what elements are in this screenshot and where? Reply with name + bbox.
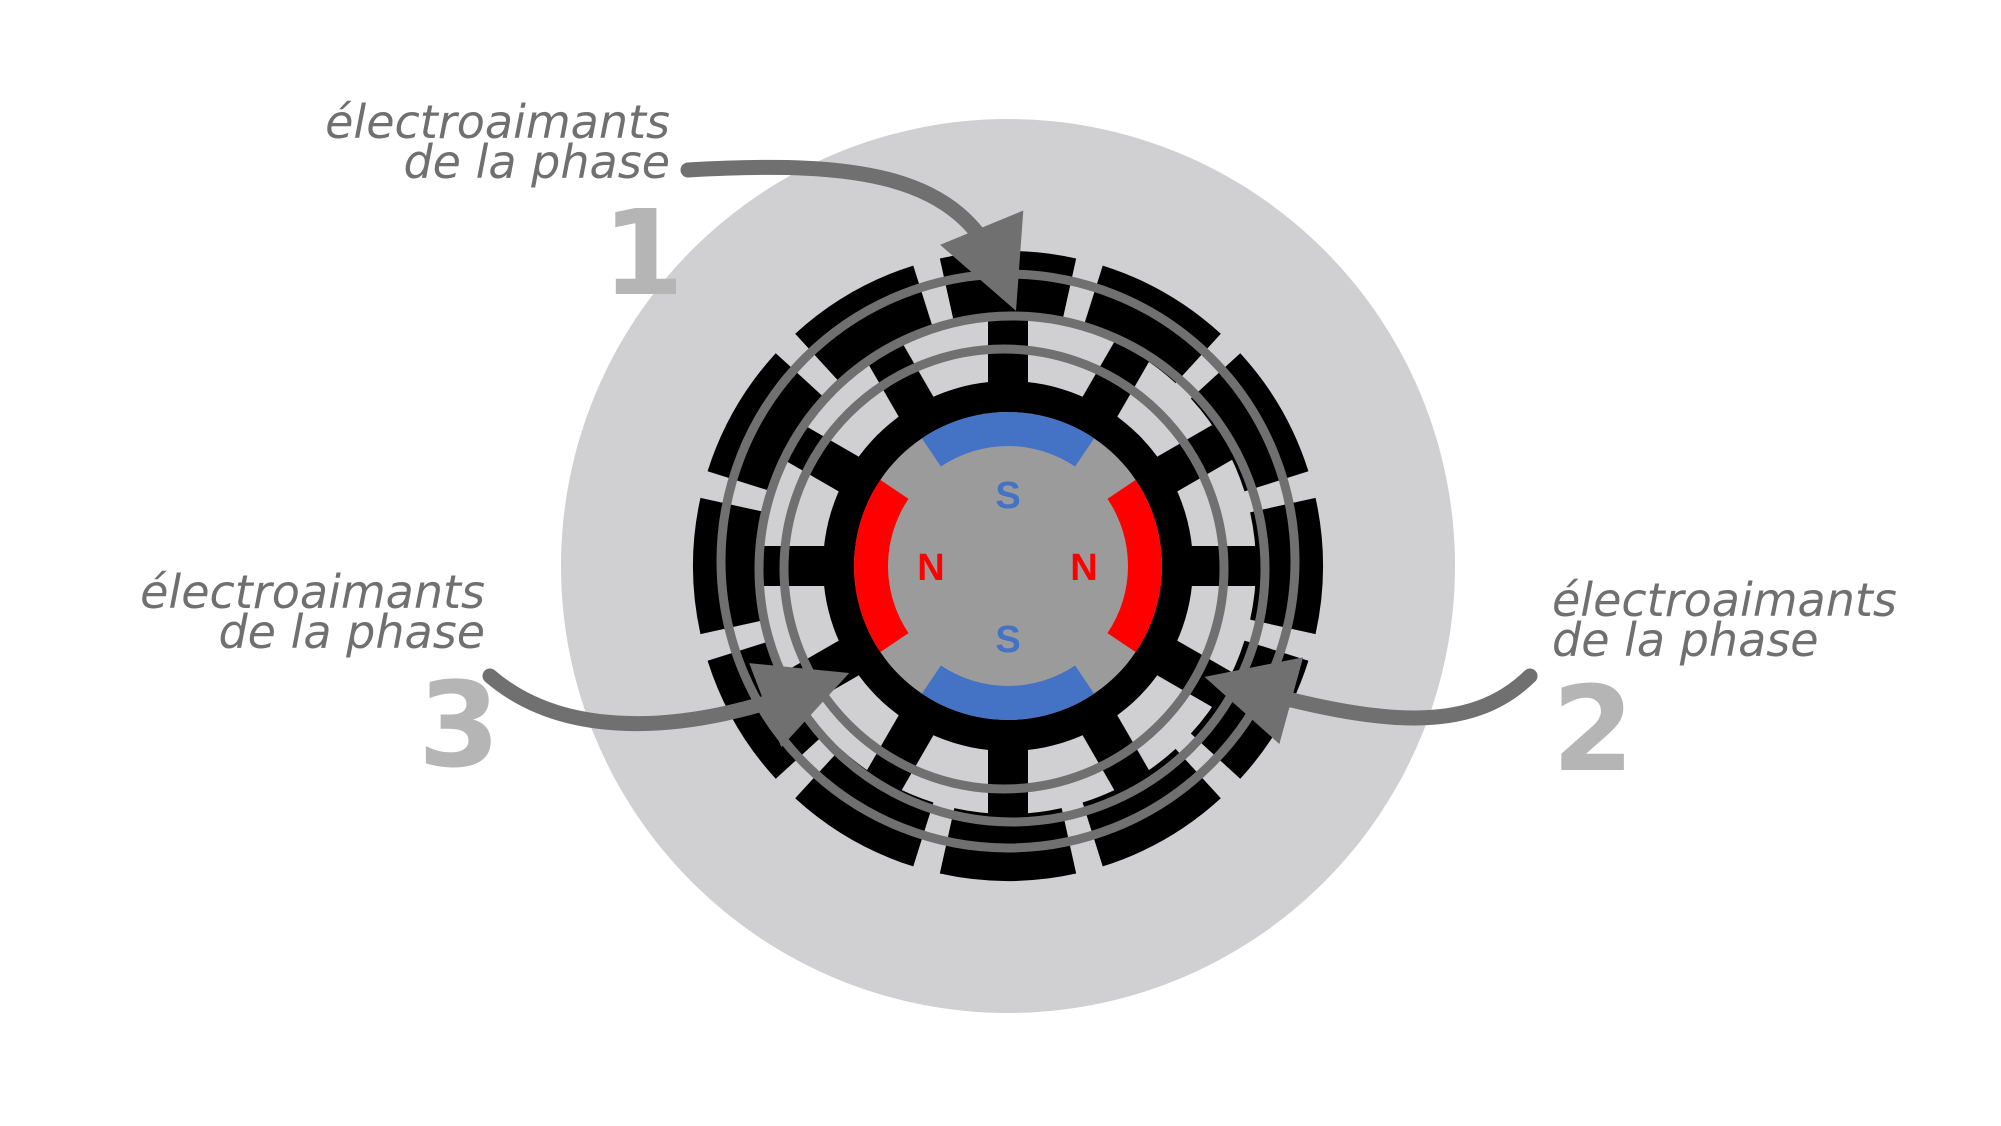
stator-tooth (1180, 497, 1323, 635)
rotor-magnet-bottom (921, 665, 1095, 720)
phase-2-label-line2: de la phase (1552, 613, 1819, 667)
winding-phase-3 (779, 344, 1229, 794)
phase-1-label-line2: de la phase (403, 135, 670, 189)
phase-1-label: électroaimants de la phase (325, 95, 670, 189)
phase-2-arrow (1204, 657, 1538, 745)
pole-label-right: N (1070, 547, 1097, 589)
pole-label-bottom: S (995, 619, 1020, 661)
pole-label-left: N (917, 547, 944, 589)
stator-tooth (692, 497, 836, 635)
phase-3-label: électroaimants de la phase (140, 565, 485, 659)
phase-1-number: 1 (602, 184, 685, 322)
rotor-magnet-left (853, 479, 909, 653)
rotor-magnets (853, 411, 1162, 720)
phase-1-label-line1: électroaimants (325, 95, 670, 149)
phase-2-number: 2 (1552, 660, 1635, 798)
phase-2-label: électroaimants de la phase (1552, 573, 1897, 667)
winding-phase-2 (754, 311, 1270, 827)
rotor (854, 412, 1162, 720)
phase-2-label-line1: électroaimants (1552, 573, 1897, 627)
phase-3-arrow (482, 663, 850, 748)
phase-3-number: 3 (418, 656, 501, 794)
phase-1-arrow (680, 159, 1024, 311)
rotor-magnet-right (1107, 479, 1162, 653)
rotor-magnet-top (921, 411, 1095, 467)
phase-3-label-line2: de la phase (218, 605, 485, 659)
pole-label-top: S (995, 475, 1020, 517)
phase-3-label-line1: électroaimants (140, 565, 485, 619)
